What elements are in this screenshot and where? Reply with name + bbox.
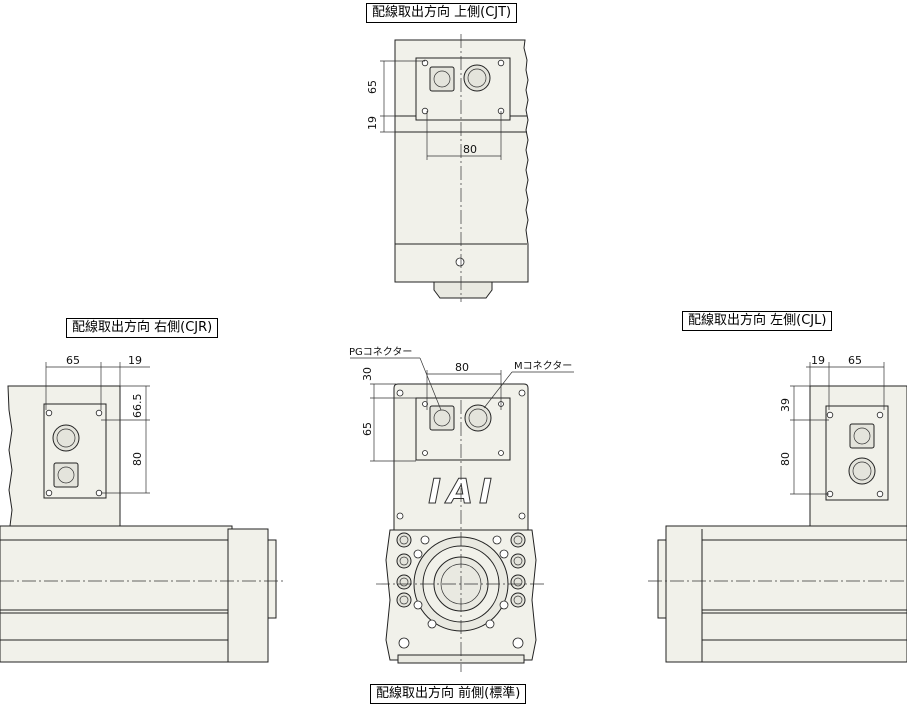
left-dim-80: 80 — [779, 452, 792, 466]
title-top-view: 配線取出方向 上側(CJT) — [366, 3, 518, 23]
title-left-view: 配線取出方向 左側(CJL) — [682, 311, 833, 331]
title-right-view: 配線取出方向 右側(CJR) — [66, 318, 219, 338]
front-dim-30: 30 — [361, 367, 374, 381]
top-dim-65: 65 — [366, 80, 379, 94]
left-dim-65: 65 — [848, 354, 862, 367]
left-view: 19 65 39 80 — [648, 354, 907, 663]
front-view: IAI — [349, 346, 574, 672]
front-bolts-right — [485, 532, 526, 649]
top-view: 65 19 80 — [366, 34, 529, 302]
front-bolts-left — [396, 532, 437, 649]
m-connector-label: Mコネクター — [514, 360, 572, 372]
front-dim-65: 65 — [361, 422, 374, 436]
right-dim-66-5: 66.5 — [131, 394, 144, 419]
right-view: 65 19 66.5 80 — [0, 354, 286, 663]
pg-connector-label: PGコネクター — [349, 346, 412, 358]
top-dim-19: 19 — [366, 116, 379, 130]
left-dim-19: 19 — [811, 354, 825, 367]
title-front-view: 配線取出方向 前側(標準) — [370, 684, 527, 704]
front-logo: IAI — [428, 472, 498, 512]
right-dim-19: 19 — [128, 354, 142, 367]
front-dim-80: 80 — [455, 361, 469, 374]
right-dim-65: 65 — [66, 354, 80, 367]
left-dim-39: 39 — [779, 398, 792, 412]
right-dim-80: 80 — [131, 452, 144, 466]
top-dim-80: 80 — [463, 143, 477, 156]
